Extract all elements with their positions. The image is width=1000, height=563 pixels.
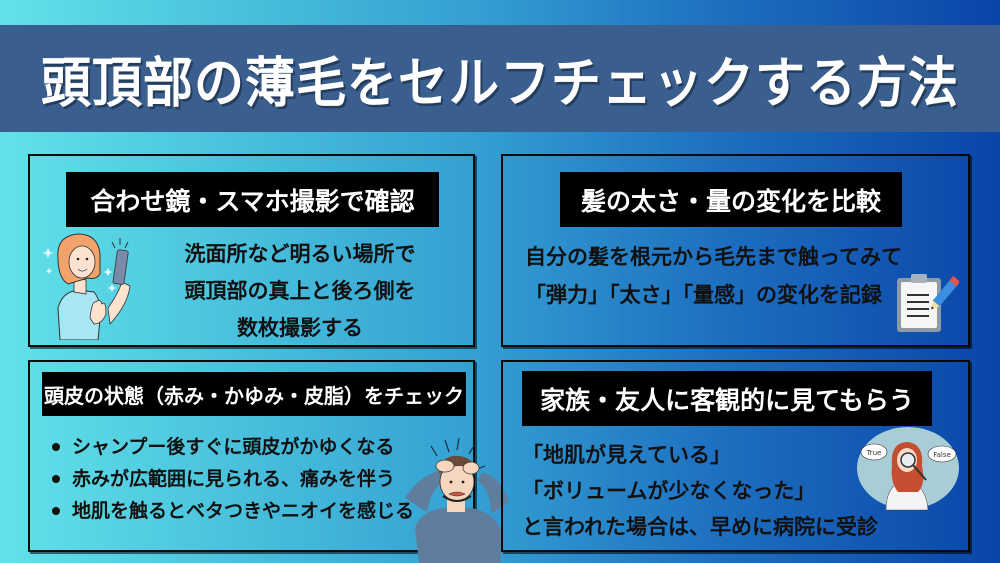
man-scratching-head-icon xyxy=(405,432,513,563)
symptom-list: シャンプー後すぐに頭皮がかゆくなる 赤みが広範囲に見られる、痛みを伴う 地肌を触… xyxy=(52,431,414,527)
bullet-icon xyxy=(52,443,60,451)
card-title: 家族・友人に客観的に見てもらう xyxy=(522,371,932,426)
false-label: False xyxy=(933,451,951,459)
card-body: 自分の髪を根元から毛先まで触ってみて 「弾力」「太さ」「量感」の変化を記録 xyxy=(525,238,902,314)
woman-taking-selfie-icon xyxy=(40,228,140,341)
card-scalp-condition-check xyxy=(28,360,475,552)
body-line: 「弾力」「太さ」「量感」の変化を記録 xyxy=(525,283,882,307)
list-item-text: 赤みが広範囲に見られる、痛みを伴う xyxy=(72,468,396,490)
list-item: 赤みが広範囲に見られる、痛みを伴う xyxy=(52,463,414,495)
card-body: 洗面所など明るい場所で 頭頂部の真上と後ろ側を 数枚撮影する xyxy=(140,236,460,347)
body-line: 数枚撮影する xyxy=(237,316,363,340)
body-line: 「ボリュームが少なくなった」 xyxy=(522,479,816,503)
body-line: 「地肌が見えている」 xyxy=(522,443,731,467)
page-title: 頭頂部の薄毛をセルフチェックする方法 xyxy=(41,51,959,115)
title-banner: 頭頂部の薄毛をセルフチェックする方法 xyxy=(0,25,1000,132)
list-item-text: シャンプー後すぐに頭皮がかゆくなる xyxy=(72,436,395,458)
bullet-icon xyxy=(52,475,60,483)
card-hair-thickness-compare xyxy=(501,154,970,347)
body-line: 自分の髪を根元から毛先まで触ってみて xyxy=(525,245,902,269)
card-title: 髪の太さ・量の変化を比較 xyxy=(560,172,902,227)
list-item: シャンプー後すぐに頭皮がかゆくなる xyxy=(52,431,414,463)
card-title: 合わせ鏡・スマホ撮影で確認 xyxy=(66,172,439,227)
woman-magnifier-true-false-icon: True False xyxy=(856,426,960,511)
body-line: 洗面所など明るい場所で xyxy=(184,242,416,266)
card-mirror-photo-check xyxy=(28,154,475,347)
card-body: 「地肌が見えている」 「ボリュームが少なくなった」 と言われた場合は、早めに病院… xyxy=(522,437,878,545)
bullet-icon xyxy=(52,507,60,515)
true-label: True xyxy=(866,449,882,457)
list-item-text: 地肌を触るとベタつきやニオイを感じる xyxy=(72,500,415,522)
card-title: 頭皮の状態（赤み・かゆみ・皮脂）をチェック xyxy=(42,372,466,416)
body-line: 頭頂部の真上と後ろ側を xyxy=(184,279,416,303)
clipboard-pencil-icon xyxy=(893,272,961,334)
body-line: と言われた場合は、早めに病院に受診 xyxy=(522,515,878,539)
list-item: 地肌を触るとベタつきやニオイを感じる xyxy=(52,495,414,527)
card-ask-family-friends xyxy=(501,360,970,552)
